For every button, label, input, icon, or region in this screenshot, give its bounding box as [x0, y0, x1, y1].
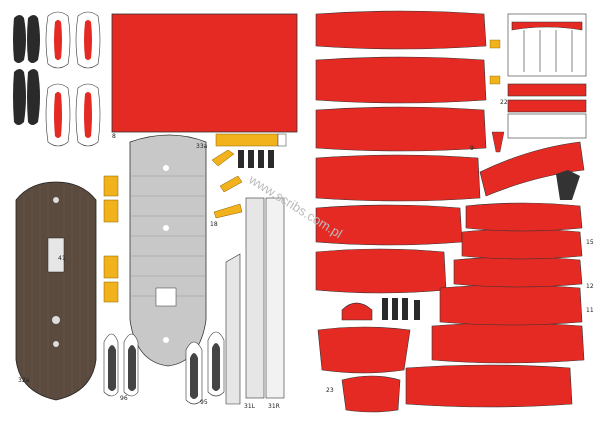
- yellow-small-parts: [103, 175, 119, 303]
- dark-piece-1: [13, 15, 26, 63]
- red-hull-panel-1: [315, 10, 487, 50]
- label-18: 18: [210, 221, 218, 228]
- yellow-part-4: [103, 281, 119, 303]
- label-23: 23: [326, 387, 334, 394]
- red-inlay-1: [54, 20, 62, 60]
- grey-deck-hatch: [155, 287, 177, 307]
- long-strips: [225, 197, 285, 405]
- strip-31R: [265, 197, 285, 399]
- grey-fitting-2: [163, 225, 169, 231]
- part-labels: 33a 32a 96 95 31L 31R 23 22 18 41 11 12 …: [18, 99, 594, 410]
- dark-bracket: [556, 170, 580, 200]
- red-stripe-1: [507, 83, 587, 97]
- gear-parts: [341, 298, 420, 321]
- red-stripe-2: [507, 99, 587, 113]
- red-hull-panel-13: [461, 228, 583, 260]
- label-31L: 31L: [244, 403, 256, 410]
- dark-piece-3: [13, 69, 26, 125]
- top-right-parts: [507, 13, 587, 139]
- red-hull-panel-15: [479, 141, 585, 197]
- yellow-part-1: [103, 175, 119, 197]
- gear-arc: [341, 302, 373, 321]
- deck-fitting-2: [52, 316, 60, 324]
- label-12: 12: [586, 283, 594, 290]
- label-41: 41: [58, 255, 66, 262]
- red-hull-panel-4: [315, 154, 481, 202]
- red-hull-panel-9: [405, 364, 573, 408]
- label-31R: 31R: [268, 403, 280, 410]
- red-hull-panel-8: [341, 375, 401, 413]
- lifeboats: [103, 331, 225, 405]
- white-bar-end: [277, 133, 287, 147]
- red-hull-panel-7: [317, 326, 411, 374]
- red-top-band: [511, 21, 583, 31]
- red-hull-panel-12: [453, 256, 583, 288]
- label-32a: 32a: [18, 377, 30, 384]
- deck-shape: [15, 181, 97, 401]
- yellow-part-2: [103, 199, 119, 223]
- wooden-deck: [15, 181, 97, 401]
- red-hull-panel-6: [315, 248, 447, 294]
- red-hull-panel-3: [315, 106, 487, 152]
- label-95: 95: [200, 399, 208, 406]
- deck-fitting-3: [53, 341, 59, 347]
- yellow-part-3: [103, 255, 119, 279]
- dark-side-pieces: [13, 15, 40, 125]
- grey-fitting-1: [163, 165, 169, 171]
- white-stripe: [507, 113, 587, 139]
- label-11: 11: [586, 307, 594, 314]
- label-33a: 33a: [196, 143, 208, 150]
- center-fittings: [489, 39, 580, 200]
- red-hull-panels: [315, 10, 585, 413]
- red-inlay-3: [54, 92, 62, 138]
- strip-31L: [245, 197, 265, 399]
- label-22: 22: [500, 99, 508, 106]
- red-panel-large: [111, 13, 298, 133]
- label-96: 96: [120, 395, 128, 402]
- dark-fittings: [238, 150, 274, 168]
- dark-piece-4: [27, 69, 40, 125]
- red-inlay-4: [84, 92, 92, 138]
- red-hull-panel-11: [439, 284, 583, 326]
- red-hull-panel-10: [431, 322, 585, 364]
- red-hull-panel-14: [465, 202, 583, 232]
- red-inlay-2: [84, 20, 92, 60]
- red-white-side-pieces: [45, 11, 101, 147]
- strip-slanted: [225, 253, 241, 405]
- deck-hatch: [47, 237, 65, 273]
- deck-planks: [23, 184, 89, 398]
- label-9: 9: [470, 145, 474, 152]
- label-15: 15: [586, 239, 594, 246]
- gear-teeth: [382, 298, 420, 320]
- dark-piece-2: [27, 15, 40, 63]
- grey-fitting-3: [163, 337, 169, 343]
- label-8: 8: [112, 133, 116, 140]
- deck-fitting-1: [53, 197, 59, 203]
- yellow-angled-parts: [211, 149, 243, 219]
- yellow-bar: [215, 133, 279, 147]
- red-hull-panel-2: [315, 56, 487, 104]
- grey-deck: [129, 134, 207, 367]
